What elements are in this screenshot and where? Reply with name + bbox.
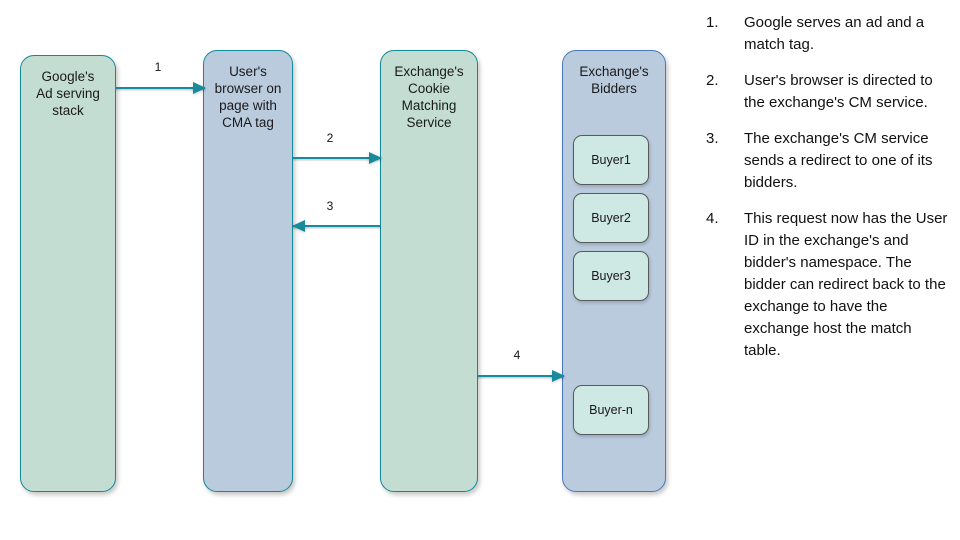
arrow-head-left-icon: [292, 219, 305, 232]
step-text: This request now has the User ID in the …: [744, 210, 948, 359]
arrow-head-right-icon: [552, 369, 565, 382]
buyer-box-label: Buyer2: [591, 211, 631, 225]
process-box-label: Google's Ad serving stack: [36, 69, 100, 118]
buyer-box-2: Buyer2: [573, 193, 649, 243]
list-item: 3. The exchange's CM service sends a red…: [706, 128, 952, 194]
process-box-users-browser: User's browser on page with CMA tag: [203, 50, 293, 492]
arrow-1-label: 1: [154, 60, 162, 74]
process-box-label: Exchange's Cookie Matching Service: [394, 64, 464, 130]
step-text: User's browser is directed to the exchan…: [744, 72, 933, 111]
arrow-head-right-icon: [369, 151, 382, 164]
buyer-box-n: Buyer-n: [573, 385, 649, 435]
steps-list: 1. Google serves an ad and a match tag. …: [706, 12, 952, 376]
step-number: 4.: [706, 210, 719, 227]
process-box-label: Exchange's Bidders: [579, 64, 649, 96]
arrow-shaft: [293, 225, 381, 228]
list-item: 1. Google serves an ad and a match tag.: [706, 12, 952, 56]
step-number: 3.: [706, 130, 719, 147]
buyer-box-label: Buyer1: [591, 153, 631, 167]
arrow-shaft: [293, 157, 381, 160]
arrow-head-right-icon: [193, 81, 206, 94]
step-number: 1.: [706, 14, 719, 31]
buyer-box-1: Buyer1: [573, 135, 649, 185]
list-item: 2. User's browser is directed to the exc…: [706, 70, 952, 114]
step-text: The exchange's CM service sends a redire…: [744, 130, 933, 191]
arrow-2-label: 2: [326, 131, 334, 145]
arrow-shaft: [478, 375, 564, 378]
buyer-box-label: Buyer-n: [589, 403, 633, 417]
process-box-google-ad-serving-stack: Google's Ad serving stack: [20, 55, 116, 492]
list-item: 4. This request now has the User ID in t…: [706, 208, 952, 362]
step-text: Google serves an ad and a match tag.: [744, 14, 925, 53]
step-number: 2.: [706, 72, 719, 89]
buyer-box-label: Buyer3: [591, 269, 631, 283]
process-box-label: User's browser on page with CMA tag: [214, 64, 282, 130]
arrow-4-label: 4: [513, 348, 521, 362]
process-box-exchange-cookie-matching-service: Exchange's Cookie Matching Service: [380, 50, 478, 492]
arrow-shaft: [116, 87, 205, 90]
arrow-3-label: 3: [326, 199, 334, 213]
buyer-box-3: Buyer3: [573, 251, 649, 301]
